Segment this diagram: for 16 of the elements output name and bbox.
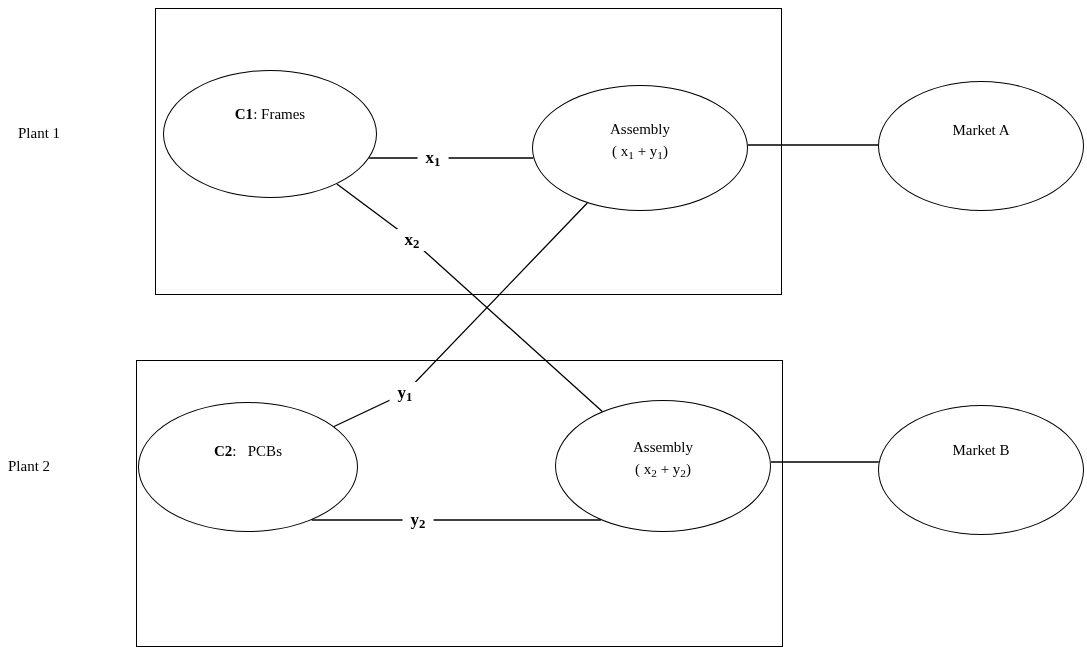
plant-label: Plant 1 [18,124,61,143]
plant-label: Plant 2 [8,457,51,476]
connector-line [747,144,879,146]
node-text: Assembly [610,120,670,139]
node-text: C2: PCBs [214,442,282,461]
node-text: ( x$_{1}$ + y$_{1}$) [612,142,668,162]
node-text: Market B [952,441,1010,460]
node-text: Market A [952,121,1010,140]
node-text: C1: Frames [234,105,306,124]
node-text: ( x$_{2}$ + y$_{2}$) [635,460,691,480]
edge-label: x$_{2}$ [396,229,428,251]
connector-line [336,183,603,413]
connector-line [311,519,602,521]
connector-line [770,461,880,463]
connector-line [333,202,588,428]
node-text: Assembly [633,438,693,457]
